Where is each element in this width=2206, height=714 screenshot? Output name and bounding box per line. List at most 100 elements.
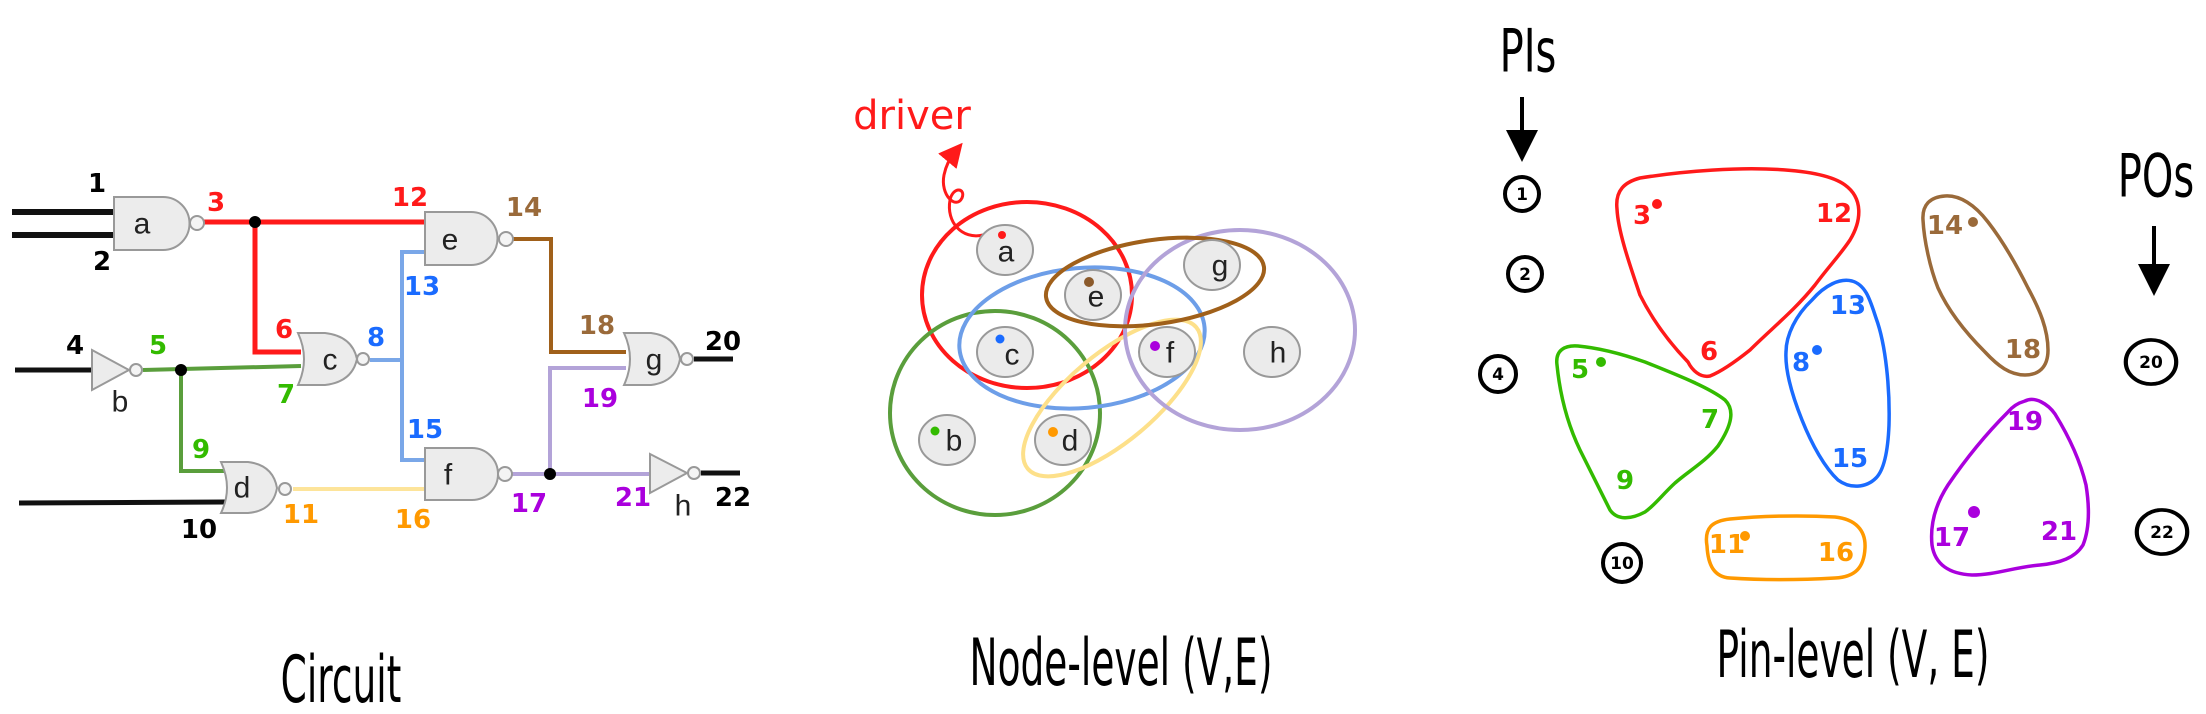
driver-dot xyxy=(1812,345,1822,355)
pin-label: 13 xyxy=(404,272,440,302)
pin-label: 3 xyxy=(1633,201,1651,231)
driver-dot xyxy=(1048,427,1058,437)
pis-label: PIs xyxy=(1500,17,1557,86)
net-blue xyxy=(370,250,425,462)
circuit-pin-labels: 1 2 3 4 5 6 7 8 9 10 11 12 13 14 15 16 1… xyxy=(66,169,751,545)
node-g: g xyxy=(1183,239,1241,291)
node-level-panel: driver a e g c f h b d Node-level (V,E) xyxy=(853,93,1357,701)
pin-10: 10 xyxy=(1601,542,1643,584)
pin-net-purple xyxy=(1929,397,2091,577)
pin-label: 17 xyxy=(1934,523,1970,553)
primary-pins: 1 2 4 10 20 22 xyxy=(1478,175,2190,584)
input-wire-10 xyxy=(18,499,226,506)
hyperedges xyxy=(888,200,1357,517)
node-label-e: e xyxy=(1088,281,1105,314)
pin-number: 2 xyxy=(1519,265,1531,285)
pin-label: 11 xyxy=(283,500,319,530)
pin-label: 8 xyxy=(1792,348,1810,378)
pin-4: 4 xyxy=(1478,354,1518,394)
node-d: d xyxy=(1034,414,1092,466)
node-label-g: g xyxy=(1212,250,1229,283)
pin-label: 4 xyxy=(66,331,84,361)
driver-dot xyxy=(998,231,1006,239)
junction-dot xyxy=(249,216,261,228)
pin-label: 5 xyxy=(149,331,167,361)
node-label-a: a xyxy=(998,236,1015,269)
gate-d: d xyxy=(219,461,292,514)
net-purple xyxy=(511,366,650,476)
node-label-b: b xyxy=(946,425,963,458)
gate-label-b: b xyxy=(112,386,129,419)
pin-label: 14 xyxy=(506,193,542,223)
node-label-f: f xyxy=(1166,337,1175,370)
circuit-title: Circuit xyxy=(281,642,402,714)
pin-label: 13 xyxy=(1830,291,1866,321)
gate-label-a: a xyxy=(134,208,151,241)
node-b: b xyxy=(918,414,976,466)
pin-number: 4 xyxy=(1492,365,1504,385)
driver-dot xyxy=(1968,217,1978,227)
net-green xyxy=(142,364,302,473)
driver-dot xyxy=(1740,531,1750,541)
pin-label: 7 xyxy=(277,380,295,410)
gate-g: g xyxy=(622,332,694,386)
pin-label: 21 xyxy=(615,483,651,513)
circuit-panel: a e f c g d b xyxy=(12,169,751,714)
node-label-h: h xyxy=(1270,337,1287,370)
gate-b: b xyxy=(91,348,143,419)
net-brown xyxy=(513,237,626,354)
pin-label: 22 xyxy=(715,483,751,513)
pin-label: 18 xyxy=(2005,335,2041,365)
pin-label: 16 xyxy=(1818,538,1854,568)
pin-label: 3 xyxy=(207,188,225,218)
junction-dot xyxy=(175,364,187,376)
pin-label: 9 xyxy=(192,435,210,465)
hyperedge-yellow xyxy=(1021,317,1203,479)
net-red xyxy=(204,219,425,355)
pin-20: 20 xyxy=(2123,338,2179,386)
gate-h: h xyxy=(649,452,701,523)
pin-label: 19 xyxy=(2007,407,2043,437)
pin-number: 10 xyxy=(1610,554,1634,574)
node-h: h xyxy=(1243,326,1301,378)
pin-label: 11 xyxy=(1709,530,1745,560)
pin-level-pin-labels: 3 12 6 5 7 9 13 8 15 14 18 11 16 19 17 2… xyxy=(1571,199,2077,568)
pin-net-orange xyxy=(1704,514,1867,582)
hyperedge-purple xyxy=(1123,228,1357,432)
pin-label: 14 xyxy=(1927,211,1963,241)
gate-label-g: g xyxy=(646,344,663,377)
driver-dot xyxy=(1084,277,1094,287)
gate-label-c: c xyxy=(323,344,338,377)
pin-label: 17 xyxy=(511,489,547,519)
pin-2: 2 xyxy=(1506,255,1544,293)
pin-label: 18 xyxy=(579,311,615,341)
pin-label: 6 xyxy=(1700,337,1718,367)
driver-dot xyxy=(1652,199,1662,209)
pin-number: 1 xyxy=(1516,185,1528,205)
pin-label: 15 xyxy=(1832,444,1868,474)
driver-label: driver xyxy=(853,93,971,139)
pin-net-red xyxy=(1615,167,1861,379)
wires xyxy=(12,209,740,506)
pin-label: 7 xyxy=(1701,405,1719,435)
gate-a: a xyxy=(113,196,205,251)
pin-label: 12 xyxy=(1816,199,1852,229)
pin-label: 2 xyxy=(93,247,111,277)
node-c: c xyxy=(976,326,1034,378)
node-e: e xyxy=(1064,269,1122,321)
pin-label: 10 xyxy=(181,515,217,545)
pin-label: 1 xyxy=(88,169,106,199)
pin-label: 6 xyxy=(275,315,293,345)
pin-label: 9 xyxy=(1616,466,1634,496)
driver-dot xyxy=(995,334,1005,344)
pin-label: 12 xyxy=(392,183,428,213)
node-level-title: Node-level (V,E) xyxy=(970,625,1273,701)
driver-dot xyxy=(1968,506,1980,518)
gate-e: e xyxy=(424,211,514,266)
pin-net-brown xyxy=(1921,194,2050,377)
pin-level-title: Pin-level (V, E) xyxy=(1717,617,1990,693)
pin-1: 1 xyxy=(1503,175,1541,213)
pin-label: 19 xyxy=(582,384,618,414)
junction-dot xyxy=(544,468,556,480)
